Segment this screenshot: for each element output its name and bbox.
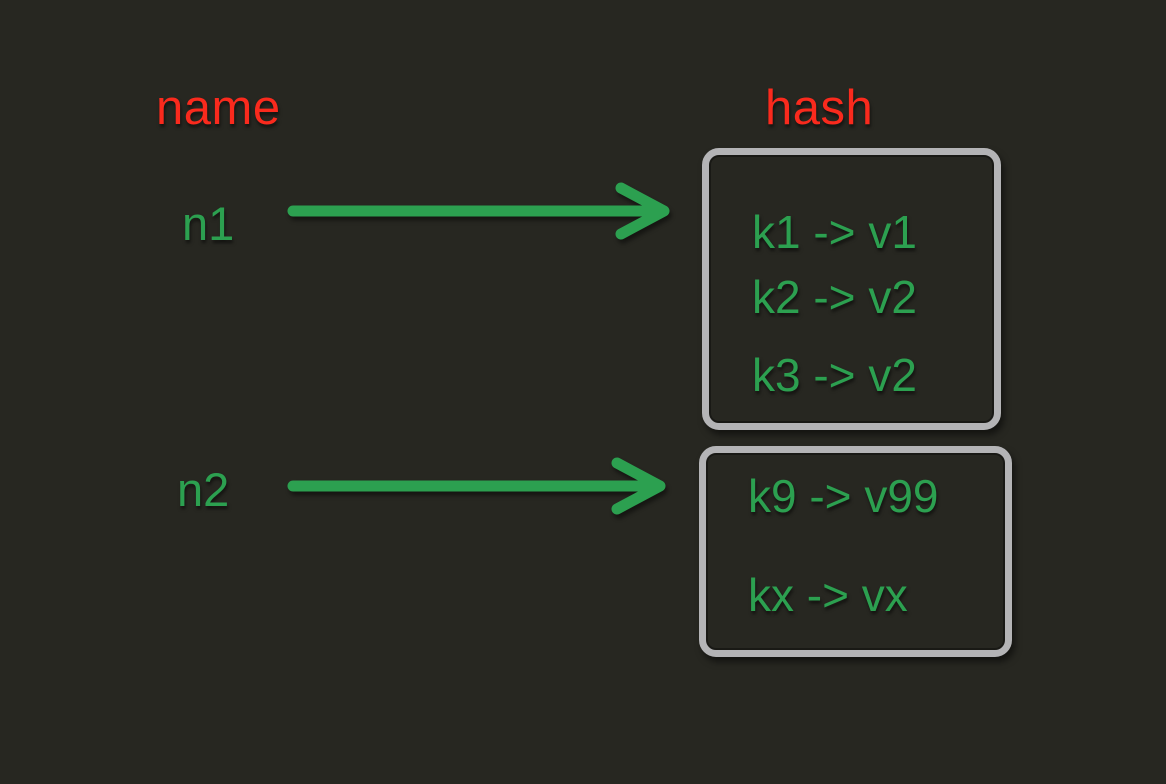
name-label-n2: n2 bbox=[177, 463, 230, 516]
hash-entry: k2 -> v2 bbox=[752, 271, 917, 323]
hash-box-1: k1 -> v1 k2 -> v2 k3 -> v2 bbox=[702, 148, 1001, 430]
name-column-header: name bbox=[156, 81, 281, 135]
hash-column-header: hash bbox=[765, 81, 874, 135]
hash-entry: k1 -> v1 bbox=[752, 206, 917, 258]
arrow-n2-to-hash2-icon bbox=[287, 457, 666, 515]
hash-entry: k3 -> v2 bbox=[752, 349, 917, 401]
name-label-n1: n1 bbox=[182, 197, 235, 250]
hash-entry: kx -> vx bbox=[748, 569, 908, 621]
arrow-n1-to-hash1-icon bbox=[287, 182, 670, 240]
hash-entry: k9 -> v99 bbox=[748, 470, 939, 522]
hash-box-2: k9 -> v99 kx -> vx bbox=[699, 446, 1012, 657]
